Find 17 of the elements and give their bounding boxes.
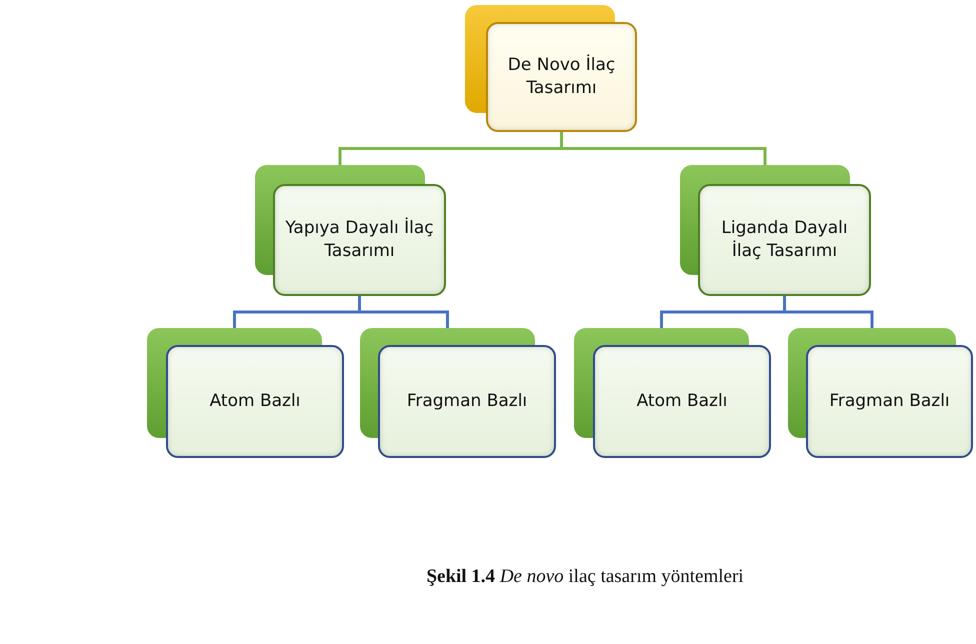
box-label: Fragman Bazlı xyxy=(829,390,950,413)
connector-line xyxy=(783,296,874,328)
box-label: De Novo İlaç Tasarımı xyxy=(506,54,616,100)
box-label: Liganda Dayalı İlaç Tasarımı xyxy=(720,217,849,263)
process-box xyxy=(680,165,871,296)
box-label: Atom Bazlı xyxy=(210,390,300,413)
figure-caption: Şekil 1.4 De novo ilaç tasarım yöntemleri xyxy=(425,566,745,588)
process-box xyxy=(788,328,973,458)
process-box xyxy=(147,328,344,458)
process-box xyxy=(255,165,446,296)
process-box xyxy=(465,5,637,132)
process-box xyxy=(360,328,556,458)
connector-line xyxy=(358,296,449,328)
box-label: Fragman Bazlı xyxy=(406,390,528,413)
box-label: Yapıya Dayalı İlaç Tasarımı xyxy=(284,217,435,263)
box-label: Atom Bazlı xyxy=(636,390,728,413)
process-box xyxy=(574,328,771,458)
